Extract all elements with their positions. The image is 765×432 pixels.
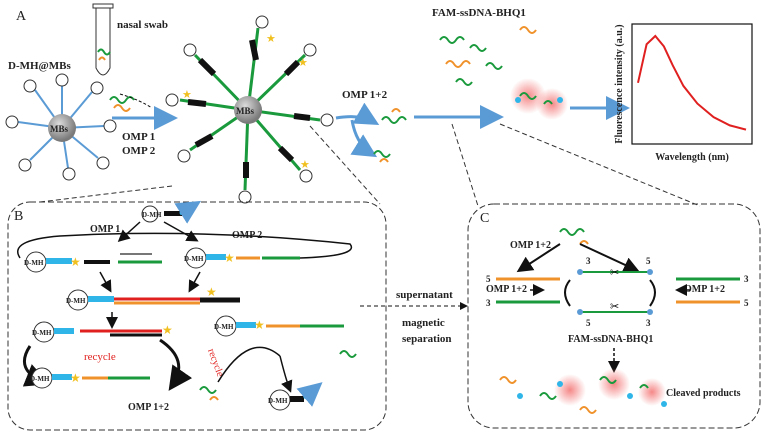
svg-text:D-MH: D-MH: [214, 323, 234, 331]
svg-text:3: 3: [586, 256, 591, 266]
fam-probe-label-a: FAM-ssDNA-BHQ1: [432, 7, 526, 19]
dmh-mbs-cluster: [5, 73, 117, 181]
svg-text:★: ★: [298, 57, 308, 69]
omp12-label-c-top: OMP 1+2: [510, 240, 551, 251]
chart-frame: [631, 23, 753, 145]
svg-text:✂: ✂: [610, 267, 619, 279]
omp12-label-c-right: OMP 1+2: [684, 284, 725, 295]
probe-strands: [439, 26, 537, 86]
svg-text:★: ★: [254, 318, 265, 332]
svg-text:3: 3: [486, 298, 491, 308]
chart-ylabel: Fluorescence intensity (a.u.): [614, 24, 625, 143]
omp12-label-a: OMP 1+2: [342, 89, 388, 101]
fluorescence-curve: [637, 34, 747, 131]
svg-text:D-MH: D-MH: [184, 255, 204, 263]
svg-text:D-MH: D-MH: [268, 397, 288, 405]
svg-text:D-MH: D-MH: [24, 259, 44, 267]
nasal-swab-tube-icon: [92, 3, 114, 76]
magnetic-label: magnetic: [402, 317, 445, 329]
mbs-large-label: MBs: [236, 106, 254, 116]
svg-text:D-MH: D-MH: [32, 329, 52, 337]
panel-b-mechanism: D-MH OMP 1 OMP 2 D-MH ★ D-MH ★ D-MH ★ D-…: [17, 200, 357, 413]
dmh-mbs-label: D-MH@MBs: [8, 60, 71, 72]
svg-text:★: ★: [182, 89, 192, 101]
svg-text:★: ★: [162, 323, 173, 337]
mbs-small-label: MBs: [50, 124, 68, 134]
svg-text:5: 5: [646, 256, 651, 266]
svg-text:D-MH: D-MH: [30, 375, 50, 383]
svg-text:5: 5: [744, 298, 749, 308]
chart-xlabel: Wavelength (nm): [655, 152, 729, 163]
nasal-swab-label: nasal swab: [117, 19, 168, 31]
panel-c-label: C: [480, 211, 489, 226]
omp1-label-b: OMP 1: [90, 224, 120, 235]
svg-text:★: ★: [206, 285, 217, 299]
mbs-large-cluster: ★ ★ ★ ★: [165, 15, 334, 204]
svg-text:★: ★: [300, 159, 310, 171]
svg-text:5: 5: [586, 318, 591, 328]
svg-text:5: 5: [486, 274, 491, 284]
fam-probe-label-c: FAM-ssDNA-BHQ1: [568, 334, 653, 345]
glow-products-a: [510, 78, 568, 120]
panel-c-mechanism: OMP 1+2 OMP 1+2 OMP 1+2 5 3 3 5 ✂ ✂ 5 3 …: [486, 228, 749, 414]
panel-b-label: B: [14, 209, 23, 224]
omp12-label-c-left: OMP 1+2: [486, 284, 527, 295]
omp12-label-b: OMP 1+2: [128, 402, 169, 413]
svg-text:✂: ✂: [610, 301, 619, 313]
svg-text:★: ★: [224, 251, 235, 265]
svg-text:3: 3: [744, 274, 749, 284]
omp1-label-a: OMP 1: [122, 131, 155, 143]
svg-text:★: ★: [70, 371, 81, 385]
panel-a-label: A: [16, 9, 27, 24]
cleaved-products-label: Cleaved products: [666, 388, 741, 399]
svg-text:★: ★: [266, 33, 276, 45]
svg-text:D-MH: D-MH: [142, 211, 162, 219]
svg-text:★: ★: [70, 255, 81, 269]
omp2-label-a: OMP 2: [122, 145, 156, 157]
svg-text:D-MH: D-MH: [66, 297, 86, 305]
recycle-label-1: recycle: [84, 351, 116, 363]
supernatant-label: supernatant: [396, 289, 453, 301]
svg-text:3: 3: [646, 318, 651, 328]
separation-label: separation: [402, 333, 452, 345]
fluorescence-chart: Wavelength (nm) Fluorescence intensity (…: [614, 23, 753, 163]
